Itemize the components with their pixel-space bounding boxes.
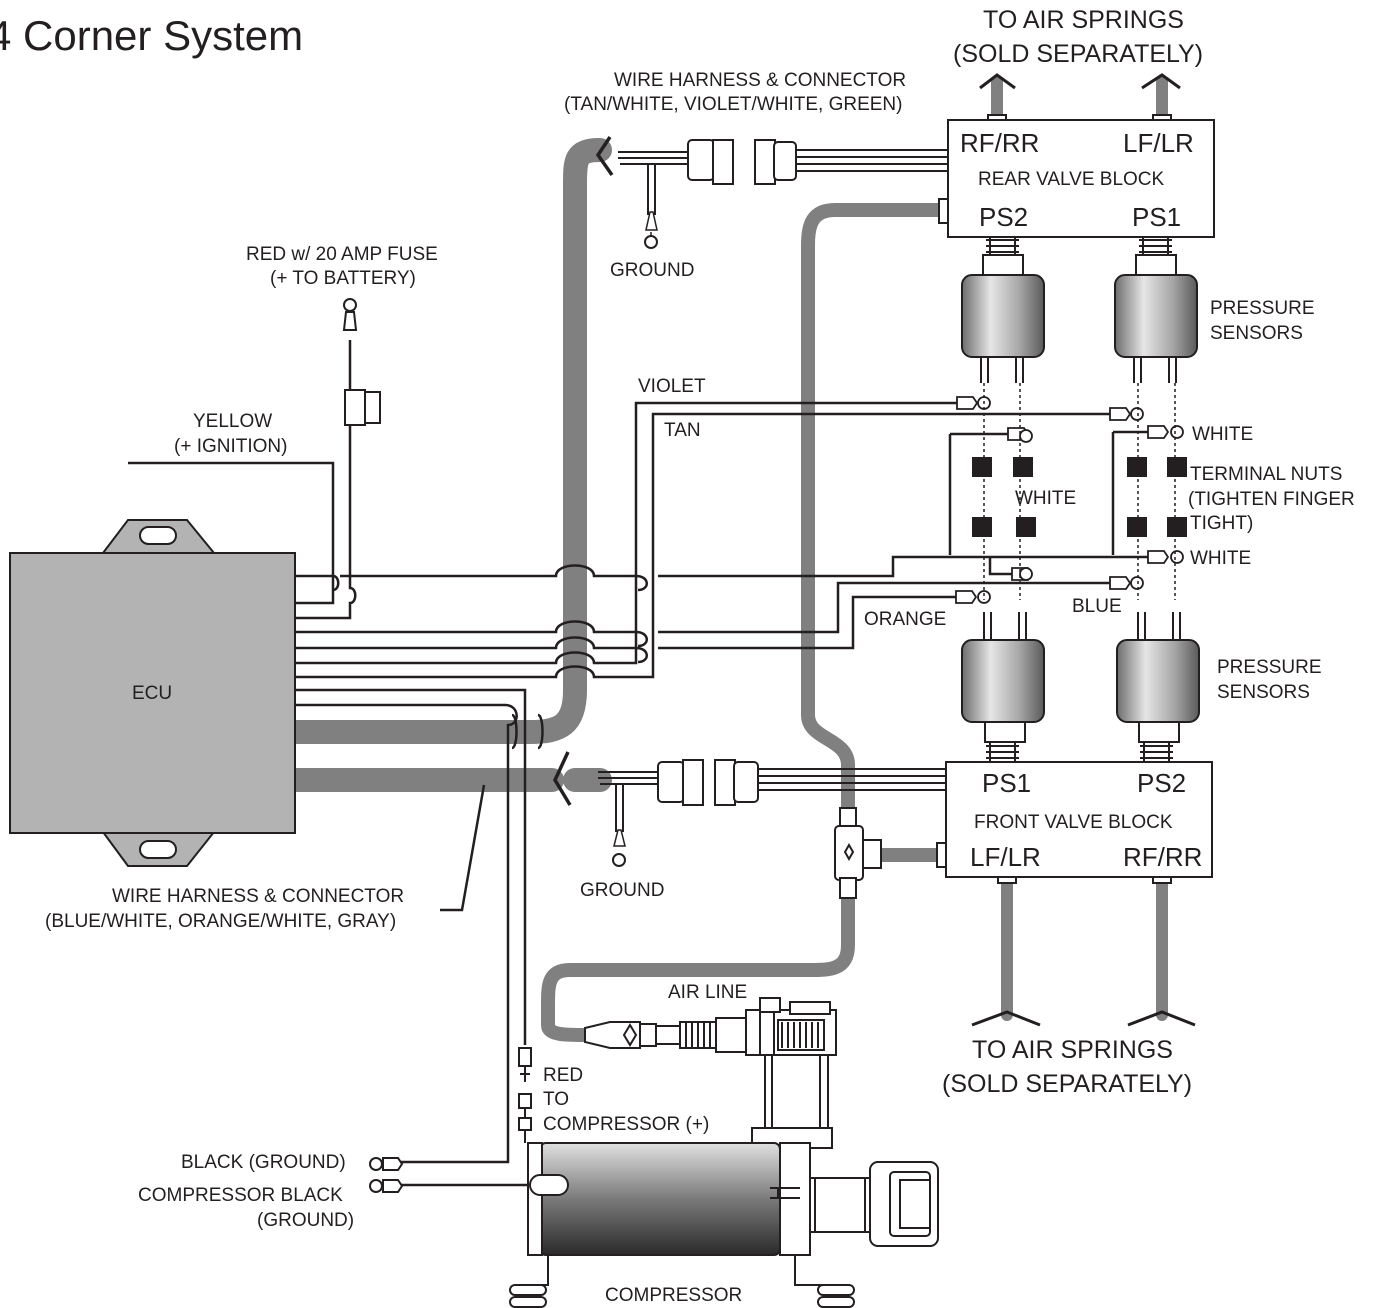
pressure-sensors-top-label-2: SENSORS bbox=[1210, 323, 1303, 344]
pressure-sensors-bottom-label-2: SENSORS bbox=[1217, 682, 1310, 703]
ecu-body bbox=[9, 552, 296, 834]
terminal-guide-lines bbox=[983, 383, 1176, 600]
front-ground-label: GROUND bbox=[580, 880, 664, 901]
rear-air-line bbox=[801, 203, 947, 817]
rear-block-port-lf-lr: LF/LR bbox=[1123, 128, 1194, 158]
front-block-name: FRONT VALVE BLOCK bbox=[974, 812, 1173, 833]
pressure-sensors-bottom-label-1: PRESSURE bbox=[1217, 657, 1322, 678]
compressor-red-connector bbox=[518, 1047, 532, 1143]
rear-harness-label-2: (TAN/WHITE, VIOLET/WHITE, GREEN) bbox=[564, 94, 902, 115]
ground-ring-terminals bbox=[369, 1157, 404, 1193]
fuse-holder bbox=[342, 298, 381, 426]
wire-to-orange-terminal bbox=[296, 595, 956, 664]
wire-to-blue-terminal bbox=[296, 581, 1110, 648]
white-bridge-left bbox=[948, 432, 1008, 555]
red-compressor-label-1: RED bbox=[543, 1065, 583, 1086]
front-valve-block: PS1 PS2 FRONT VALVE BLOCK LF/LR RF/RR bbox=[945, 761, 1213, 878]
rear-harness-connector bbox=[618, 139, 948, 249]
white-label-right-bottom: WHITE bbox=[1190, 548, 1251, 569]
hose-crossover bbox=[511, 713, 544, 750]
compressor-air-line bbox=[541, 893, 855, 1042]
orange-label: ORANGE bbox=[864, 609, 946, 630]
rear-block-port-rf-rr: RF/RR bbox=[960, 128, 1039, 158]
pressure-sensor-front-ps2 bbox=[1116, 612, 1200, 763]
pressure-sensor-rear-ps2 bbox=[961, 236, 1045, 383]
blue-label: BLUE bbox=[1072, 596, 1122, 617]
terminal-nuts-label-3: TIGHT) bbox=[1190, 513, 1253, 534]
break-marks bbox=[553, 73, 1196, 1027]
yellow-label-2: (+ IGNITION) bbox=[174, 436, 287, 457]
white-bridge-right bbox=[1111, 430, 1148, 555]
red-fuse-label-2: (+ TO BATTERY) bbox=[270, 268, 416, 289]
white-bridge-low bbox=[988, 557, 1012, 576]
terminal-nuts bbox=[972, 457, 1187, 537]
to-air-springs-top-label: TO AIR SPRINGS bbox=[983, 6, 1184, 34]
front-block-port-lf-lr: LF/LR bbox=[970, 842, 1041, 872]
front-harness-label-1: WIRE HARNESS & CONNECTOR bbox=[112, 886, 404, 907]
red-compressor-label-3: COMPRESSOR (+) bbox=[543, 1114, 709, 1135]
pressure-sensor-front-ps1 bbox=[961, 612, 1045, 763]
violet-wire bbox=[296, 401, 957, 665]
compressor-label: COMPRESSOR bbox=[605, 1285, 742, 1306]
front-harness-connector bbox=[598, 759, 948, 867]
diagram-labels: TO AIR SPRINGS (SOLD SEPARATELY) WIRE HA… bbox=[45, 6, 1355, 1306]
ecu-top-mount-hole bbox=[139, 526, 177, 545]
compressor-black-label-1: COMPRESSOR BLACK bbox=[138, 1185, 343, 1206]
sold-separately-bottom-label: (SOLD SEPARATELY) bbox=[942, 1070, 1192, 1098]
black-ground-label: BLACK (GROUND) bbox=[181, 1152, 346, 1173]
white-label-right-top: WHITE bbox=[1192, 424, 1253, 445]
sold-separately-top-label: (SOLD SEPARATELY) bbox=[953, 40, 1203, 68]
yellow-label-1: YELLOW bbox=[193, 411, 272, 432]
red-fuse-label-1: RED w/ 20 AMP FUSE bbox=[246, 244, 438, 265]
rear-harness-sheath bbox=[284, 138, 612, 744]
rear-harness-label-1: WIRE HARNESS & CONNECTOR bbox=[614, 70, 906, 91]
compressor-unit bbox=[509, 997, 939, 1308]
front-harness-leader bbox=[440, 784, 486, 912]
air-tee-fitting bbox=[834, 807, 882, 899]
tan-wire bbox=[296, 412, 1110, 679]
rear-block-ps1: PS1 bbox=[1132, 202, 1181, 232]
ecu-unit: ECU bbox=[9, 519, 296, 867]
rear-ground-label: GROUND bbox=[610, 260, 694, 281]
terminal-nuts-label-2: (TIGHTEN FINGER bbox=[1188, 489, 1355, 510]
front-block-ps1: PS1 bbox=[982, 768, 1031, 798]
ecu-bottom-mount-hole bbox=[139, 840, 177, 859]
rear-block-name: REAR VALVE BLOCK bbox=[978, 169, 1165, 190]
front-block-ps2: PS2 bbox=[1137, 768, 1186, 798]
wiring bbox=[128, 340, 1148, 1187]
air-line-label: AIR LINE bbox=[668, 982, 747, 1003]
terminal-nuts-label-1: TERMINAL NUTS bbox=[1190, 464, 1342, 485]
air-hoses bbox=[284, 76, 1168, 1042]
pressure-sensor-rear-ps1 bbox=[1114, 236, 1198, 383]
rear-block-ps2: PS2 bbox=[979, 202, 1028, 232]
compressor-black-label-2: (GROUND) bbox=[257, 1210, 354, 1231]
violet-label: VIOLET bbox=[638, 376, 706, 397]
front-block-port-rf-rr: RF/RR bbox=[1123, 842, 1202, 872]
pressure-sensors-top-label-1: PRESSURE bbox=[1210, 298, 1315, 319]
page-title: 4 Corner System bbox=[0, 12, 303, 59]
rear-valve-block: RF/RR LF/LR REAR VALVE BLOCK PS2 PS1 bbox=[947, 119, 1215, 238]
front-harness-label-2: (BLUE/WHITE, ORANGE/WHITE, GRAY) bbox=[45, 911, 396, 932]
ecu-red-to-compressor bbox=[296, 688, 527, 1045]
white-label-center: WHITE bbox=[1015, 488, 1076, 509]
tan-label: TAN bbox=[664, 420, 701, 441]
red-compressor-label-2: TO bbox=[543, 1089, 569, 1110]
to-air-springs-bottom-label: TO AIR SPRINGS bbox=[972, 1036, 1173, 1064]
ecu-label: ECU bbox=[132, 683, 172, 704]
ecu-black-ground bbox=[296, 703, 518, 1164]
ring-terminals bbox=[955, 396, 1184, 604]
yellow-wire bbox=[128, 461, 335, 605]
